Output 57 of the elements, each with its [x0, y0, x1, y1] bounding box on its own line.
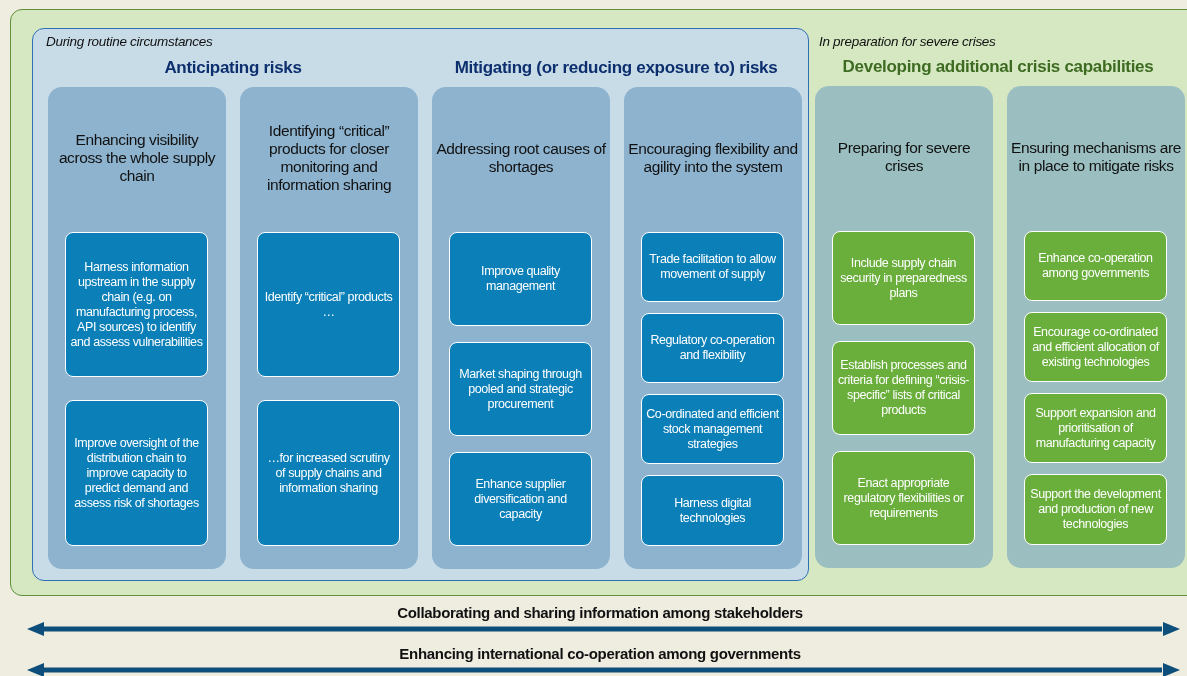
band-label: Collaborating and sharing information among stakeholders: [397, 604, 803, 621]
action-text: Enhance co-operation among governments: [1037, 251, 1154, 281]
action-box: [641, 394, 784, 464]
section-heading: Mitigating (or reducing exposure to) risks: [454, 58, 778, 78]
action-box: [832, 451, 975, 545]
action-box: [449, 452, 592, 546]
action-box: [257, 232, 400, 377]
action-box: [832, 341, 975, 435]
action-text: Identify “critical” products …: [263, 289, 394, 320]
action-text: Regulatory co-operation and flexibility: [649, 333, 776, 363]
action-box: [832, 231, 975, 325]
column-heading: Preparing for severe crises: [836, 138, 972, 176]
action-text: Support expansion and prioritisation of manufacturing capacity: [1034, 405, 1157, 451]
action-box: [641, 232, 784, 302]
outer-panel: [10, 9, 1187, 596]
column-card: [1007, 86, 1185, 568]
action-box: [641, 475, 784, 546]
column-heading: Identifying “critical” products for closer monitoring and information sharing: [265, 125, 393, 191]
action-box: [257, 400, 400, 546]
column-heading: Enhancing visibility across the whole supply chain: [57, 130, 217, 186]
action-text: Harness information upstream in the supply chain (e.g. on manufacturing process, API sources) to identify and assess vulnerabilities: [70, 259, 203, 350]
column-heading: Ensuring mechanisms are in place to mitigate risks: [1011, 138, 1181, 176]
action-text: Improve oversight of the distribution chain to improve capacity to predict demand and assess risk of shortages: [73, 435, 200, 511]
context-note: In preparation for severe crises: [819, 34, 996, 50]
action-text: Market shaping through pooled and strategic procurement: [458, 366, 583, 412]
section-heading: Developing additional crisis capabilities: [842, 57, 1154, 77]
action-text: Improve quality management: [480, 264, 561, 294]
action-text: Establish processes and criteria for defining “crisis-specific” lists of critical products: [837, 358, 970, 418]
action-box: [449, 342, 592, 436]
column-card: [624, 87, 802, 569]
column-card: [48, 87, 226, 569]
column-heading: Encouraging flexibility and agility into the system: [628, 139, 798, 177]
column-card: [432, 87, 610, 569]
action-box: [1024, 393, 1167, 463]
section-heading: Anticipating risks: [164, 58, 302, 78]
action-text: …for increased scrutiny of supply chains and information sharing: [266, 450, 391, 496]
action-text: Trade facilitation to allow movement of supply: [648, 252, 777, 282]
action-text: Co-ordinated and efficient stock management strategies: [646, 406, 779, 452]
action-box: [1024, 312, 1167, 382]
action-box: [641, 313, 784, 383]
action-box: [449, 232, 592, 326]
action-box: [1024, 231, 1167, 301]
band-label: Enhancing international co-operation among governments: [399, 645, 801, 662]
column-heading: Addressing root causes of shortages: [436, 139, 606, 177]
action-box: [65, 400, 208, 546]
action-text: Harness digital technologies: [673, 495, 752, 526]
inner-panel: [32, 28, 809, 581]
action-text: Enact appropriate regulatory flexibilities or requirements: [842, 475, 965, 521]
action-text: Include supply chain security in preparedness plans: [839, 255, 968, 301]
column-card: [240, 87, 418, 569]
action-text: Encourage co-ordinated and efficient allocation of existing technologies: [1031, 324, 1161, 370]
action-text: Enhance supplier diversification and capacity: [473, 476, 568, 522]
action-box: [65, 232, 208, 377]
column-card: [815, 86, 993, 568]
action-box: [1024, 474, 1167, 545]
action-text: Support the development and production of new technologies: [1029, 487, 1162, 532]
context-note: During routine circumstances: [46, 34, 213, 50]
